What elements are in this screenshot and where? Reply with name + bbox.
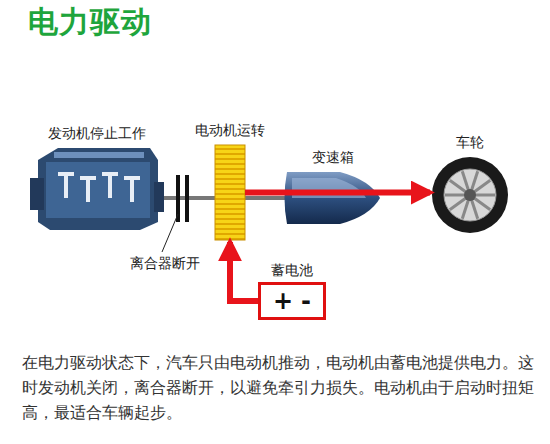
transmission-illustration — [285, 172, 381, 224]
wheel-spoke — [450, 180, 490, 209]
power-arrow — [230, 242, 258, 301]
battery-node: 蓄电池+- — [258, 282, 326, 320]
wheel-spoke — [462, 171, 477, 219]
terminal-sign: + — [273, 289, 293, 313]
leader-line — [162, 214, 178, 252]
wheel-spoke — [450, 180, 490, 209]
node-label: 电动机运转 — [193, 122, 267, 140]
diagram-title: 电力驱动 — [28, 2, 152, 43]
node-label: 车轮 — [454, 134, 486, 152]
wheel-illustration — [432, 157, 508, 233]
node-label: 蓄电池 — [269, 262, 315, 280]
terminal-sign: - — [301, 289, 311, 313]
engine-node: 发动机停止工作 — [30, 148, 164, 230]
node-label: 发动机停止工作 — [46, 125, 148, 143]
engine-illustration — [30, 148, 164, 230]
power-arrow — [245, 190, 430, 196]
terminal-symbols: +- — [261, 285, 323, 317]
wheel-node: 车轮 — [432, 157, 508, 233]
transmission-node: 变速箱 — [285, 172, 380, 224]
wheel-spoke — [462, 171, 477, 219]
motor-illustration — [215, 145, 245, 240]
clutch-label: 离合器断开 — [128, 255, 202, 273]
node-label: 变速箱 — [310, 149, 356, 167]
motor-node: 电动机运转 — [215, 145, 245, 240]
caption-text: 在电力驱动状态下，汽车只由电动机推动，电动机由蓄电池提供电力。这时发动机关闭，离… — [22, 350, 534, 425]
